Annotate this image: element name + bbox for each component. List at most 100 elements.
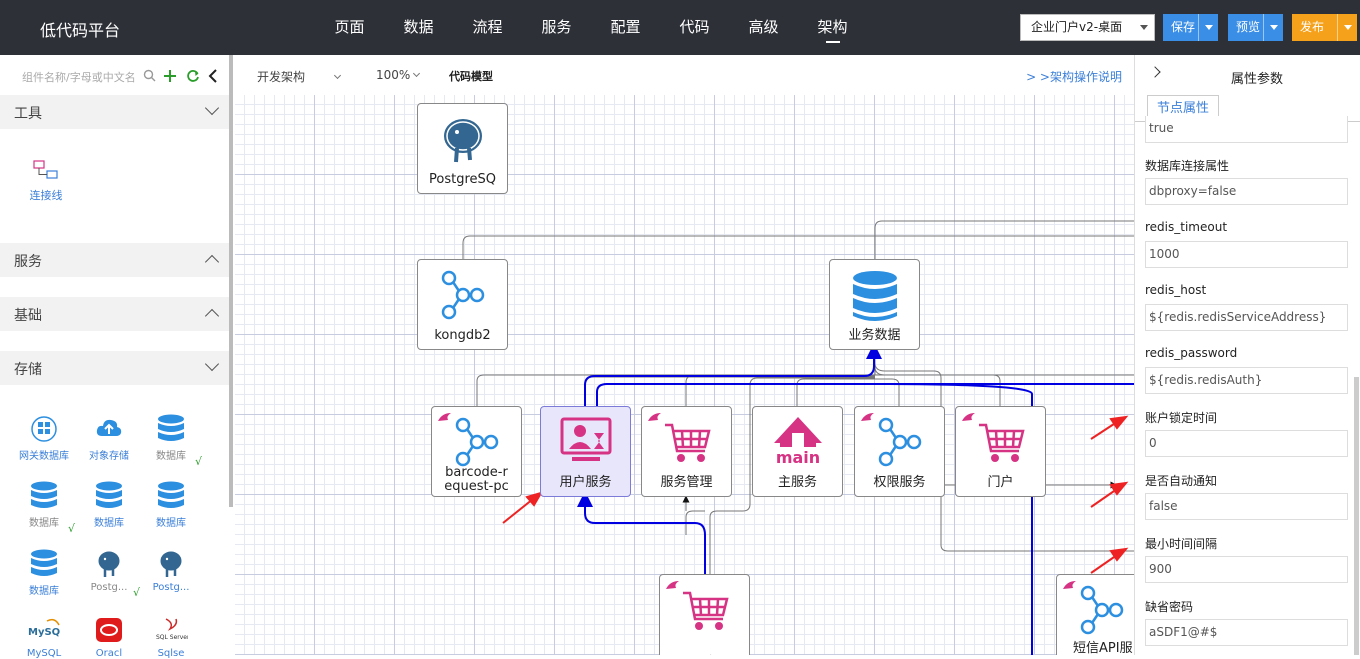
search-icon[interactable] bbox=[143, 69, 156, 82]
check-mark-icon: √ bbox=[67, 522, 75, 535]
save-dropdown-icon[interactable] bbox=[1198, 14, 1218, 41]
storage-item[interactable]: 对象存储 bbox=[78, 414, 140, 462]
storage-item-label: 数据库 bbox=[156, 518, 186, 529]
storage-item[interactable]: Postg...√ bbox=[78, 549, 140, 599]
node-permission-service[interactable]: 权限服务 bbox=[854, 406, 945, 497]
zoom-select[interactable]: 100% bbox=[376, 68, 421, 82]
prop-input[interactable]: aSDF1@#$ bbox=[1145, 619, 1348, 646]
edge bbox=[476, 349, 876, 406]
storage-item[interactable]: 数据库√ bbox=[13, 481, 75, 535]
section-tools[interactable]: 工具 bbox=[0, 95, 229, 129]
chevron-up-icon bbox=[204, 254, 220, 270]
storage-item-label: 对象存储 bbox=[89, 451, 129, 462]
main-house-icon: main bbox=[773, 417, 822, 465]
mysql-icon: MySQL bbox=[13, 615, 75, 648]
storage-item[interactable]: MySQLMySQL bbox=[13, 615, 75, 659]
prop-input[interactable]: dbproxy=false bbox=[1145, 178, 1348, 205]
node-portal[interactable]: 门户 bbox=[955, 406, 1046, 497]
edge bbox=[874, 220, 1134, 259]
save-button[interactable]: 保存 bbox=[1163, 14, 1218, 41]
storage-item[interactable]: 网关数据库 bbox=[13, 414, 75, 462]
section-basic[interactable]: 基础 bbox=[0, 297, 229, 331]
nav-code[interactable]: 代码 bbox=[679, 18, 710, 36]
nav-page[interactable]: 页面 bbox=[334, 18, 365, 36]
canvas-toolbar: 开发架构 100% 代码模型 > >架构操作说明 bbox=[235, 55, 1134, 95]
prop-input[interactable]: ${redis.redisServiceAddress} bbox=[1145, 304, 1348, 331]
nav-data[interactable]: 数据 bbox=[403, 18, 434, 36]
nav-config[interactable]: 配置 bbox=[610, 18, 641, 36]
prop-input[interactable]: 900 bbox=[1145, 556, 1348, 583]
node-sms-api-service[interactable]: 短信API服 bbox=[1056, 574, 1134, 655]
postgresql-icon bbox=[441, 117, 484, 163]
prop-label: redis_timeout bbox=[1145, 220, 1228, 234]
edge bbox=[873, 383, 1033, 655]
node-business-data[interactable]: 业务数据 bbox=[829, 259, 920, 350]
node-label: 服务管理 bbox=[660, 475, 713, 490]
prop-label: 账户锁定时间 bbox=[1145, 411, 1218, 425]
cart-icon bbox=[664, 423, 711, 462]
node-postgresql[interactable]: PostgreSQ bbox=[417, 103, 508, 194]
section-services[interactable]: 服务 bbox=[0, 243, 229, 277]
prop-input[interactable]: ${redis.redisAuth} bbox=[1145, 367, 1348, 394]
cart-icon bbox=[682, 591, 729, 630]
gray-edges bbox=[462, 220, 1134, 575]
prop-input[interactable]: false bbox=[1145, 493, 1348, 520]
cluster-icon bbox=[1080, 585, 1123, 635]
storage-item[interactable]: 数据库 bbox=[13, 549, 75, 597]
svg-text:SQL Server: SQL Server bbox=[156, 634, 188, 641]
service-badge-icon bbox=[962, 413, 975, 421]
storage-item[interactable]: 数据库 bbox=[78, 481, 140, 529]
blue-edges bbox=[577, 343, 1134, 655]
publish-button[interactable]: 发布 bbox=[1292, 14, 1357, 41]
left-scrollbar[interactable] bbox=[229, 55, 233, 507]
chevron-down-icon bbox=[1140, 25, 1148, 30]
tool-connector[interactable]: 连接线 bbox=[24, 160, 68, 203]
nav-architecture[interactable]: 架构 bbox=[798, 0, 867, 55]
node-main-service[interactable]: main 主服务 bbox=[752, 406, 843, 497]
add-icon[interactable] bbox=[163, 69, 177, 83]
storage-item[interactable]: 数据库√ bbox=[140, 414, 202, 468]
storage-item-label: 网关数据库 bbox=[19, 451, 69, 462]
annotation-arrow bbox=[1090, 488, 1118, 508]
architecture-canvas[interactable]: PostgreSQ kongdb2 业务数据 bbox=[235, 95, 1134, 655]
collapse-left-icon[interactable] bbox=[208, 69, 218, 83]
storage-item[interactable]: Postg... bbox=[140, 549, 202, 593]
storage-item[interactable]: 数据库 bbox=[140, 481, 202, 529]
section-storage[interactable]: 存储 bbox=[0, 351, 229, 385]
mode-select[interactable]: 开发架构 bbox=[257, 68, 342, 85]
storage-item[interactable]: Oracl bbox=[78, 615, 140, 659]
node-barcode-request-pc[interactable]: barcode-r equest-pc bbox=[431, 406, 522, 497]
nav-service[interactable]: 服务 bbox=[541, 18, 572, 36]
refresh-icon[interactable] bbox=[186, 69, 200, 83]
code-model-button[interactable]: 代码模型 bbox=[449, 70, 493, 83]
prop-input[interactable]: 1000 bbox=[1145, 241, 1348, 268]
prop-label: 数据库连接属性 bbox=[1145, 159, 1230, 173]
node-label: 用户服务 bbox=[559, 475, 612, 490]
save-button-label: 保存 bbox=[1171, 20, 1196, 34]
prop-top-value[interactable]: true bbox=[1145, 116, 1348, 143]
publish-dropdown-icon[interactable] bbox=[1337, 14, 1357, 41]
preview-dropdown-icon[interactable] bbox=[1263, 14, 1283, 41]
node-user-service[interactable]: 用户服务 bbox=[540, 406, 631, 497]
database-icon bbox=[140, 481, 202, 514]
architecture-help-link[interactable]: > >架构操作说明 bbox=[1026, 70, 1122, 84]
publish-button-label: 发布 bbox=[1300, 20, 1325, 34]
node-kongdb2[interactable]: kongdb2 bbox=[417, 259, 508, 350]
zoom-select-value: 100% bbox=[376, 68, 411, 82]
postgresql-icon bbox=[78, 549, 140, 582]
node-other[interactable]: 其它 bbox=[659, 574, 750, 655]
node-service-management[interactable]: 服务管理 bbox=[641, 406, 732, 497]
project-select[interactable]: 企业门户v2-桌面 bbox=[1020, 14, 1155, 41]
prop-input[interactable]: 0 bbox=[1145, 430, 1348, 457]
edges-layer bbox=[462, 220, 1134, 655]
section-tools-title: 工具 bbox=[14, 106, 42, 122]
top-bar: 低代码平台 页面 数据 流程 服务 配置 代码 高级 架构 企业门户v2-桌面 … bbox=[0, 0, 1360, 55]
nav-advanced[interactable]: 高级 bbox=[748, 18, 779, 36]
preview-button[interactable]: 预览 bbox=[1228, 14, 1283, 41]
component-search-input[interactable]: 组件名称/字母或中文名 bbox=[22, 71, 136, 84]
right-scrollbar[interactable] bbox=[1354, 377, 1359, 655]
chevron-right-icon[interactable] bbox=[1149, 66, 1161, 78]
nav-flow[interactable]: 流程 bbox=[472, 18, 503, 36]
